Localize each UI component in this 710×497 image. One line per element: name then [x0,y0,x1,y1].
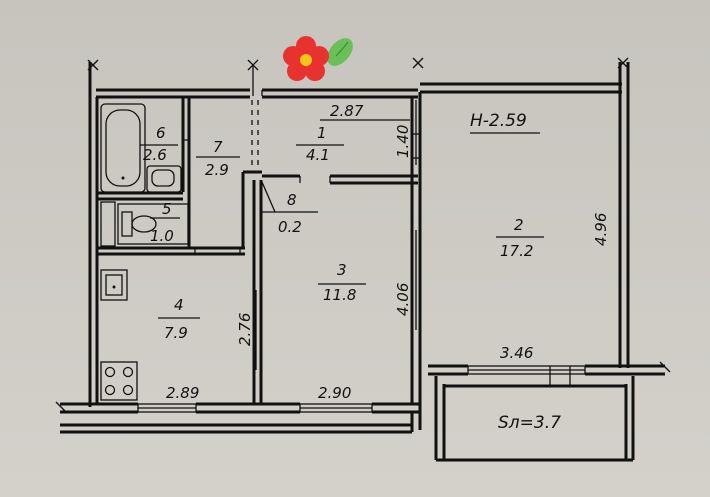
stove [100,361,138,401]
dimension-guides [255,100,540,370]
room-area-label: 2.6 [143,146,167,164]
room-area-label: 0.2 [278,218,302,236]
windows [137,365,586,413]
room-area-label: 17.2 [500,242,533,260]
flower-sticker-icon [283,36,353,81]
room-number-label: 5 [162,200,172,218]
dimension-label: 2.89 [166,384,199,402]
dimension-label: 2.87 [330,102,364,120]
kitchen-sink [100,269,128,301]
bathtub [100,103,146,193]
room-area-label: 4.1 [306,146,330,164]
interior-walls [95,92,422,404]
balcony-area-label: Sл=3.7 [498,413,561,433]
room-area-label: 7.9 [164,324,188,342]
bathroom-sink [146,165,182,193]
dimension-label: 4.96 [592,213,610,246]
room-number-label: 8 [287,191,297,209]
room-number-label: 2 [514,216,524,234]
dimension-label: 4.06 [394,283,412,316]
axis-ticks [55,57,671,413]
dimension-label: 3.46 [500,344,533,362]
dimension-label: 2.76 [236,313,254,346]
labels: H-2.59 1 4.1 2 17.2 3 11.8 4 7.9 5 1.0 6… [143,102,610,433]
room-number-label: 6 [156,124,166,142]
doors [183,90,420,254]
room-number-label: 1 [317,124,327,142]
room-number-label: 3 [337,261,347,279]
dimension-label: 2.90 [318,384,351,402]
label-underlines [140,144,544,319]
room-area-label: 1.0 [150,227,174,245]
ceiling-height-label: H-2.59 [470,111,527,131]
toilet [100,201,189,247]
room-number-label: 7 [213,138,223,156]
room-number-label: 4 [174,296,184,314]
dimension-label: 1.40 [394,125,412,158]
room-area-label: 11.8 [323,286,356,304]
outer-walls [60,62,665,462]
room-area-label: 2.9 [205,161,229,179]
